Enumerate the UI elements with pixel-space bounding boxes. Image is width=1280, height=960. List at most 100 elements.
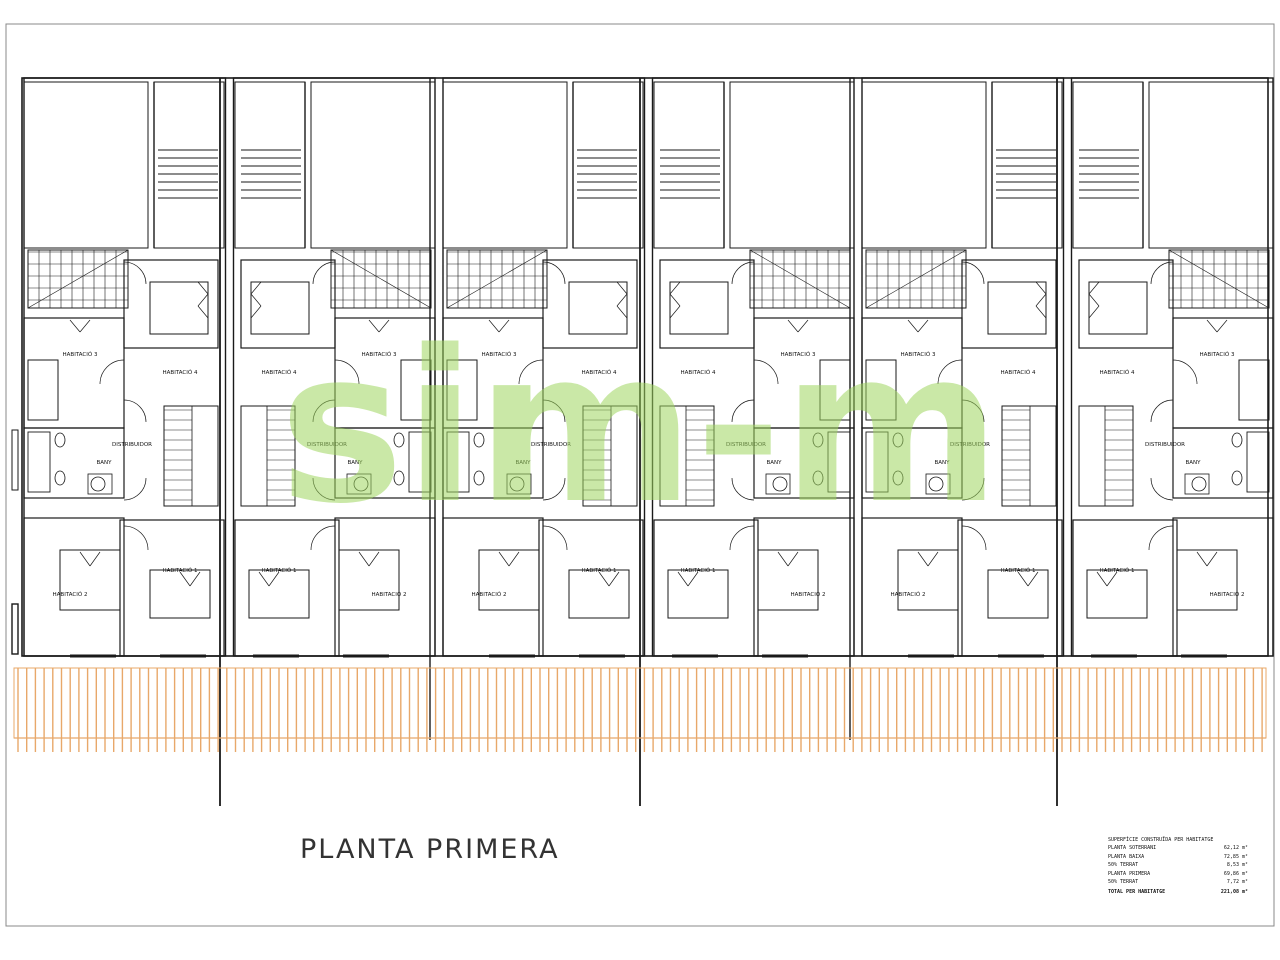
terrace-area [23,81,149,249]
washbasin [1191,476,1207,492]
room-label-bedroom-2: HABITACIÓ 2 [472,591,507,598]
room-label-distribuidor: DISTRIBUIDOR [1145,442,1185,448]
wall-line [1035,281,1047,295]
wall-line [27,249,129,309]
washbasin [509,476,525,492]
stair-core [1072,81,1144,249]
wall-line [749,249,851,309]
area-table: SUPERFÍCIE CONSTRUÏDA PER HABITATGE PLAN… [1108,836,1248,897]
wall-line [797,319,809,333]
wall-line [330,249,432,309]
sheet-border [5,23,1275,927]
bathtub [1246,431,1270,493]
bathtub [27,431,51,493]
door-swing [1150,477,1174,501]
room-label-bedroom-3: HABITACIÓ 3 [901,351,936,358]
wall-line [927,551,939,567]
door-swing [123,477,147,501]
door-swing [312,261,336,285]
bed [478,549,540,611]
toilet [892,432,904,448]
wall-line [616,281,628,295]
terrace-area [310,81,436,249]
bed [987,569,1049,619]
wall-line [498,319,510,333]
pergola [13,667,1267,752]
door-swing [1172,359,1198,385]
wall-line [787,319,799,333]
stair-core [991,81,1063,249]
room-label-bedroom-4: HABITACIÓ 4 [681,369,716,376]
bedroom-4-walls [240,259,336,349]
wall-line [250,305,262,319]
bed [149,281,209,335]
room-label-bany: BANY [347,460,363,466]
area-value: 7,72 m² [1226,878,1248,885]
wall-line [189,571,201,587]
bed [149,569,211,619]
room-label-bany: BANY [515,460,531,466]
vanity [506,473,532,495]
wall-line [79,551,91,567]
wall-line [197,305,209,319]
bidet [393,470,405,486]
wall-line [197,281,209,295]
terrace-area [442,81,568,249]
toilet [812,432,824,448]
wardrobe [865,359,897,421]
wall-line [508,551,520,567]
page-title: PLANTA PRIMERA [300,834,560,865]
bathroom-walls [753,427,855,499]
area-label: 50% TERRAT [1108,862,1139,869]
wall-line [616,305,628,319]
room-label-bedroom-3: HABITACIÓ 3 [482,351,517,358]
room-label-bedroom-2: HABITACIÓ 2 [791,591,826,598]
bed [338,549,400,611]
wall-line [1017,571,1029,587]
bed [669,281,729,335]
area-row: SUPERFÍCIE CONSTRUÏDA PER HABITATGE [1108,836,1248,844]
room-label-distribuidor: DISTRIBUIDOR [726,442,766,448]
vanity [87,473,113,495]
bedroom-1-walls [119,519,225,657]
area-label: 50% TERRAT [1108,878,1139,885]
door-swing [312,399,336,423]
wall-line [917,551,929,567]
terrace-area [861,81,987,249]
door-swing [334,359,360,385]
door-swing [961,525,987,551]
room-label-bedroom-1: HABITACIÓ 1 [163,567,198,574]
door-swing [1148,525,1174,551]
door-swing [542,525,568,551]
room-label-bany: BANY [96,460,112,466]
bedroom-3-walls [23,317,125,429]
washbasin [772,476,788,492]
bed [59,549,121,611]
room-label-distribuidor: DISTRIBUIDOR [307,442,347,448]
wall-line [250,293,262,307]
wall-line [917,319,929,333]
bed [248,569,310,619]
room-label-bedroom-1: HABITACIÓ 1 [1100,567,1135,574]
wall-line [687,571,699,587]
area-value: 8,53 m² [1226,862,1248,869]
bed [568,281,628,335]
door-swing [753,359,779,385]
inner-stair [1078,405,1134,507]
room-label-distribuidor: DISTRIBUIDOR [950,442,990,448]
terrace-area [729,81,855,249]
room-label-bedroom-1: HABITACIÓ 1 [262,567,297,574]
wall-line [1088,293,1100,307]
terrace-area [1148,81,1274,249]
bedroom-4-walls [659,259,755,349]
wall-line [1106,571,1118,587]
wall-line [1027,571,1039,587]
door-swing [310,525,336,551]
room-label-bedroom-3: HABITACIÓ 3 [1200,351,1235,358]
window-mark [11,603,19,655]
room-label-bedroom-4: HABITACIÓ 4 [163,369,198,376]
